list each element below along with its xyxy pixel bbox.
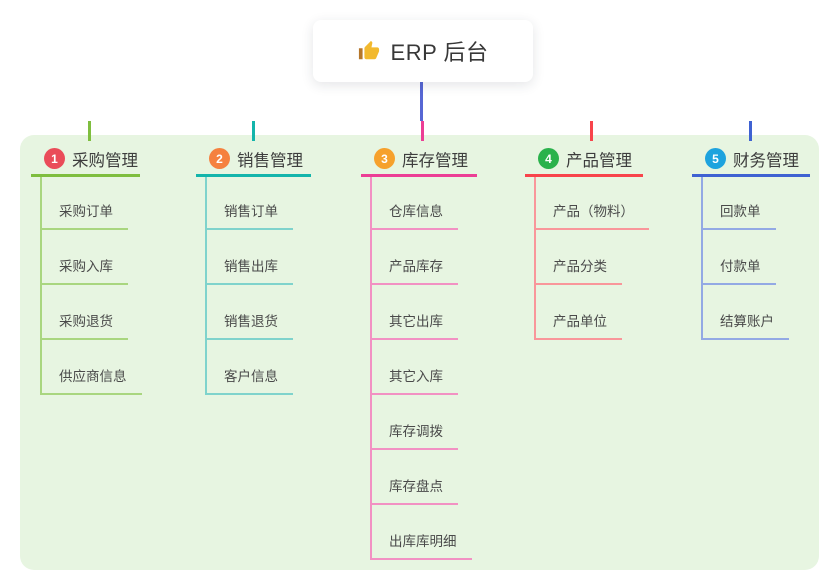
branch-title[interactable]: 5 财务管理 — [692, 148, 810, 177]
branch-number-badge: 2 — [209, 148, 230, 169]
child-label: 其它入库 — [372, 365, 458, 395]
child-label: 产品分类 — [536, 255, 622, 285]
child-node[interactable]: 仓库信息 — [372, 177, 472, 230]
branch-children: 仓库信息产品库存其它出库其它入库库存调拨库存盘点出库库明细 — [370, 177, 472, 560]
child-label: 销售订单 — [207, 200, 293, 230]
child-label: 客户信息 — [207, 365, 293, 395]
child-node[interactable]: 产品分类 — [536, 230, 649, 285]
root-label: ERP 后台 — [390, 40, 489, 65]
branch-4: 4 产品管理产品（物料） 产品分类产品单位 — [525, 148, 649, 340]
child-label: 采购退货 — [42, 310, 128, 340]
branch-label: 产品管理 — [566, 151, 632, 170]
child-label: 供应商信息 — [42, 365, 142, 395]
branch-drop-line-3 — [590, 121, 593, 141]
branch-number-badge: 3 — [374, 148, 395, 169]
child-node[interactable]: 库存调拨 — [372, 395, 472, 450]
branch-children: 销售订单销售出库销售退货客户信息 — [205, 177, 293, 395]
branch-number-badge: 4 — [538, 148, 559, 169]
child-node[interactable]: 库存盘点 — [372, 450, 472, 505]
child-node[interactable]: 产品（物料） — [536, 177, 649, 230]
child-label: 库存调拨 — [372, 420, 458, 450]
child-label: 仓库信息 — [372, 200, 458, 230]
child-label: 回款单 — [703, 200, 776, 230]
branch-drop-line-0 — [88, 121, 91, 141]
branch-label: 销售管理 — [237, 151, 303, 170]
child-node[interactable]: 回款单 — [703, 177, 789, 230]
branch-2: 2 销售管理销售订单销售出库销售退货客户信息 — [196, 148, 311, 395]
child-node[interactable]: 销售退货 — [207, 285, 293, 340]
branch-label: 库存管理 — [402, 151, 468, 170]
child-label: 其它出库 — [372, 310, 458, 340]
child-label: 产品库存 — [372, 255, 458, 285]
child-node[interactable]: 供应商信息 — [42, 340, 142, 395]
child-label: 产品（物料） — [536, 200, 649, 230]
child-label: 出库库明细 — [372, 530, 472, 560]
child-node[interactable]: 采购订单 — [42, 177, 142, 230]
child-node[interactable]: 付款单 — [703, 230, 789, 285]
branch-children: 回款单付款单结算账户 — [701, 177, 789, 340]
child-node[interactable]: 销售订单 — [207, 177, 293, 230]
branch-drop-line-4 — [749, 121, 752, 141]
branch-title[interactable]: 2 销售管理 — [196, 148, 311, 177]
branch-title[interactable]: 4 产品管理 — [525, 148, 643, 177]
root-node[interactable]: ERP 后台 — [313, 20, 533, 82]
branch-number-badge: 5 — [705, 148, 726, 169]
child-label: 销售出库 — [207, 255, 293, 285]
branch-children: 采购订单采购入库采购退货供应商信息 — [40, 177, 142, 395]
child-node[interactable]: 产品单位 — [536, 285, 649, 340]
child-label: 销售退货 — [207, 310, 293, 340]
child-node[interactable]: 采购退货 — [42, 285, 142, 340]
branch-title[interactable]: 1 采购管理 — [31, 148, 140, 177]
child-node[interactable]: 产品库存 — [372, 230, 472, 285]
child-node[interactable]: 采购入库 — [42, 230, 142, 285]
branch-drop-line-2 — [421, 121, 424, 141]
child-node[interactable]: 销售出库 — [207, 230, 293, 285]
branch-1: 1 采购管理采购订单采购入库采购退货供应商信息 — [31, 148, 142, 395]
child-label: 付款单 — [703, 255, 776, 285]
branch-label: 财务管理 — [733, 151, 799, 170]
branch-5: 5 财务管理回款单付款单结算账户 — [692, 148, 810, 340]
child-label: 库存盘点 — [372, 475, 458, 505]
branch-children: 产品（物料） 产品分类产品单位 — [534, 177, 649, 340]
child-label: 采购订单 — [42, 200, 128, 230]
branch-title[interactable]: 3 库存管理 — [361, 148, 477, 177]
branch-label: 采购管理 — [72, 151, 138, 170]
thumbs-up-icon — [358, 40, 380, 62]
child-node[interactable]: 其它入库 — [372, 340, 472, 395]
root-trunk-line — [420, 82, 423, 121]
mindmap-panel — [20, 135, 819, 570]
child-label: 结算账户 — [703, 310, 789, 340]
child-label: 产品单位 — [536, 310, 622, 340]
child-node[interactable]: 出库库明细 — [372, 505, 472, 560]
child-label: 采购入库 — [42, 255, 128, 285]
branch-3: 3 库存管理仓库信息产品库存其它出库其它入库库存调拨库存盘点出库库明细 — [361, 148, 477, 560]
child-node[interactable]: 客户信息 — [207, 340, 293, 395]
child-node[interactable]: 结算账户 — [703, 285, 789, 340]
child-node[interactable]: 其它出库 — [372, 285, 472, 340]
branch-drop-line-1 — [252, 121, 255, 141]
branch-number-badge: 1 — [44, 148, 65, 169]
